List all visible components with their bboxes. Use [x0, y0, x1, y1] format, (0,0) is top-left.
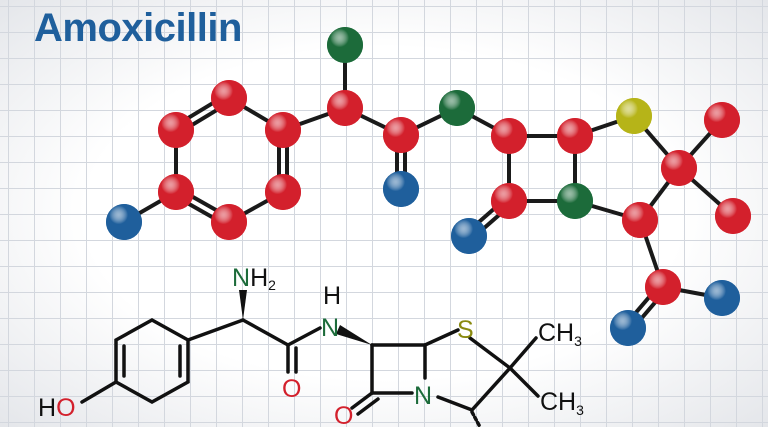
bond — [508, 336, 538, 370]
amine-n-label: N — [232, 264, 250, 292]
carbon-atom-shading — [491, 118, 527, 154]
amine-label: NH2 — [232, 264, 276, 293]
bond — [80, 380, 118, 404]
carbon-atom-shading — [704, 102, 740, 138]
bond — [468, 336, 512, 370]
oxygen-atom-shading — [451, 218, 487, 254]
methyl-1-subscript: 3 — [574, 333, 582, 349]
carbon-atom-shading — [327, 90, 363, 126]
methyl-1-group: CH3 — [538, 319, 582, 349]
sulfur-atom-shading — [616, 98, 652, 134]
page-title: Amoxicillin — [34, 6, 242, 50]
nitrogen-atom-shading — [557, 183, 593, 219]
bond — [470, 366, 512, 412]
bond — [356, 397, 380, 416]
bond — [186, 318, 245, 342]
carbon-atom-shading — [383, 117, 419, 153]
carbon-atom-shading — [211, 80, 247, 116]
methyl-1-label: CH — [538, 319, 574, 347]
benzene-ring — [114, 317, 190, 405]
carbon-atom-shading — [715, 198, 751, 234]
bond — [436, 395, 474, 412]
nitrogen-atom-shading — [327, 27, 363, 63]
carbon-atom-shading — [158, 174, 194, 210]
amine-subscript: 2 — [268, 277, 276, 293]
hydroxyl-o-label: O — [56, 394, 75, 422]
bond — [350, 391, 374, 410]
hydroxyl-h-label: H — [38, 394, 56, 422]
oxygen-atom-shading — [383, 171, 419, 207]
lactam-o-label: O — [334, 402, 353, 427]
hashed-bond — [470, 410, 482, 427]
bond — [241, 318, 290, 347]
amide-n-label: N — [321, 314, 339, 342]
oxygen-atom-shading — [704, 280, 740, 316]
carbon-atom-shading — [265, 112, 301, 148]
methyl-2-subscript: 3 — [576, 402, 584, 418]
hydroxyl-label: HO — [38, 394, 76, 422]
carbon-atom-shading — [491, 183, 527, 219]
amine-h-label: H — [250, 264, 268, 292]
oxygen-atom-shading — [610, 310, 646, 346]
sulfur-label: S — [457, 316, 474, 344]
carbon-atom-shading — [645, 269, 681, 305]
carbonyl-o-label: O — [282, 375, 301, 403]
carbon-atom-shading — [661, 150, 697, 186]
oxygen-atom-shading — [106, 204, 142, 240]
methyl-2-group: CH3 — [540, 388, 584, 418]
ring-n-label: N — [414, 382, 432, 410]
wedge-bond — [336, 325, 372, 345]
methyl-2-label: CH — [540, 388, 576, 416]
carbon-atom-shading — [211, 204, 247, 240]
bond — [423, 328, 460, 347]
carbon-atom-shading — [557, 118, 593, 154]
bond — [508, 366, 540, 398]
bond — [286, 326, 322, 347]
wedge-bond — [239, 290, 247, 320]
carbon-atom-shading — [265, 174, 301, 210]
amide-h-label: H — [323, 282, 341, 310]
nitrogen-atom-shading — [439, 90, 475, 126]
carbon-atom-shading — [622, 202, 658, 238]
carbon-atom-shading — [158, 112, 194, 148]
